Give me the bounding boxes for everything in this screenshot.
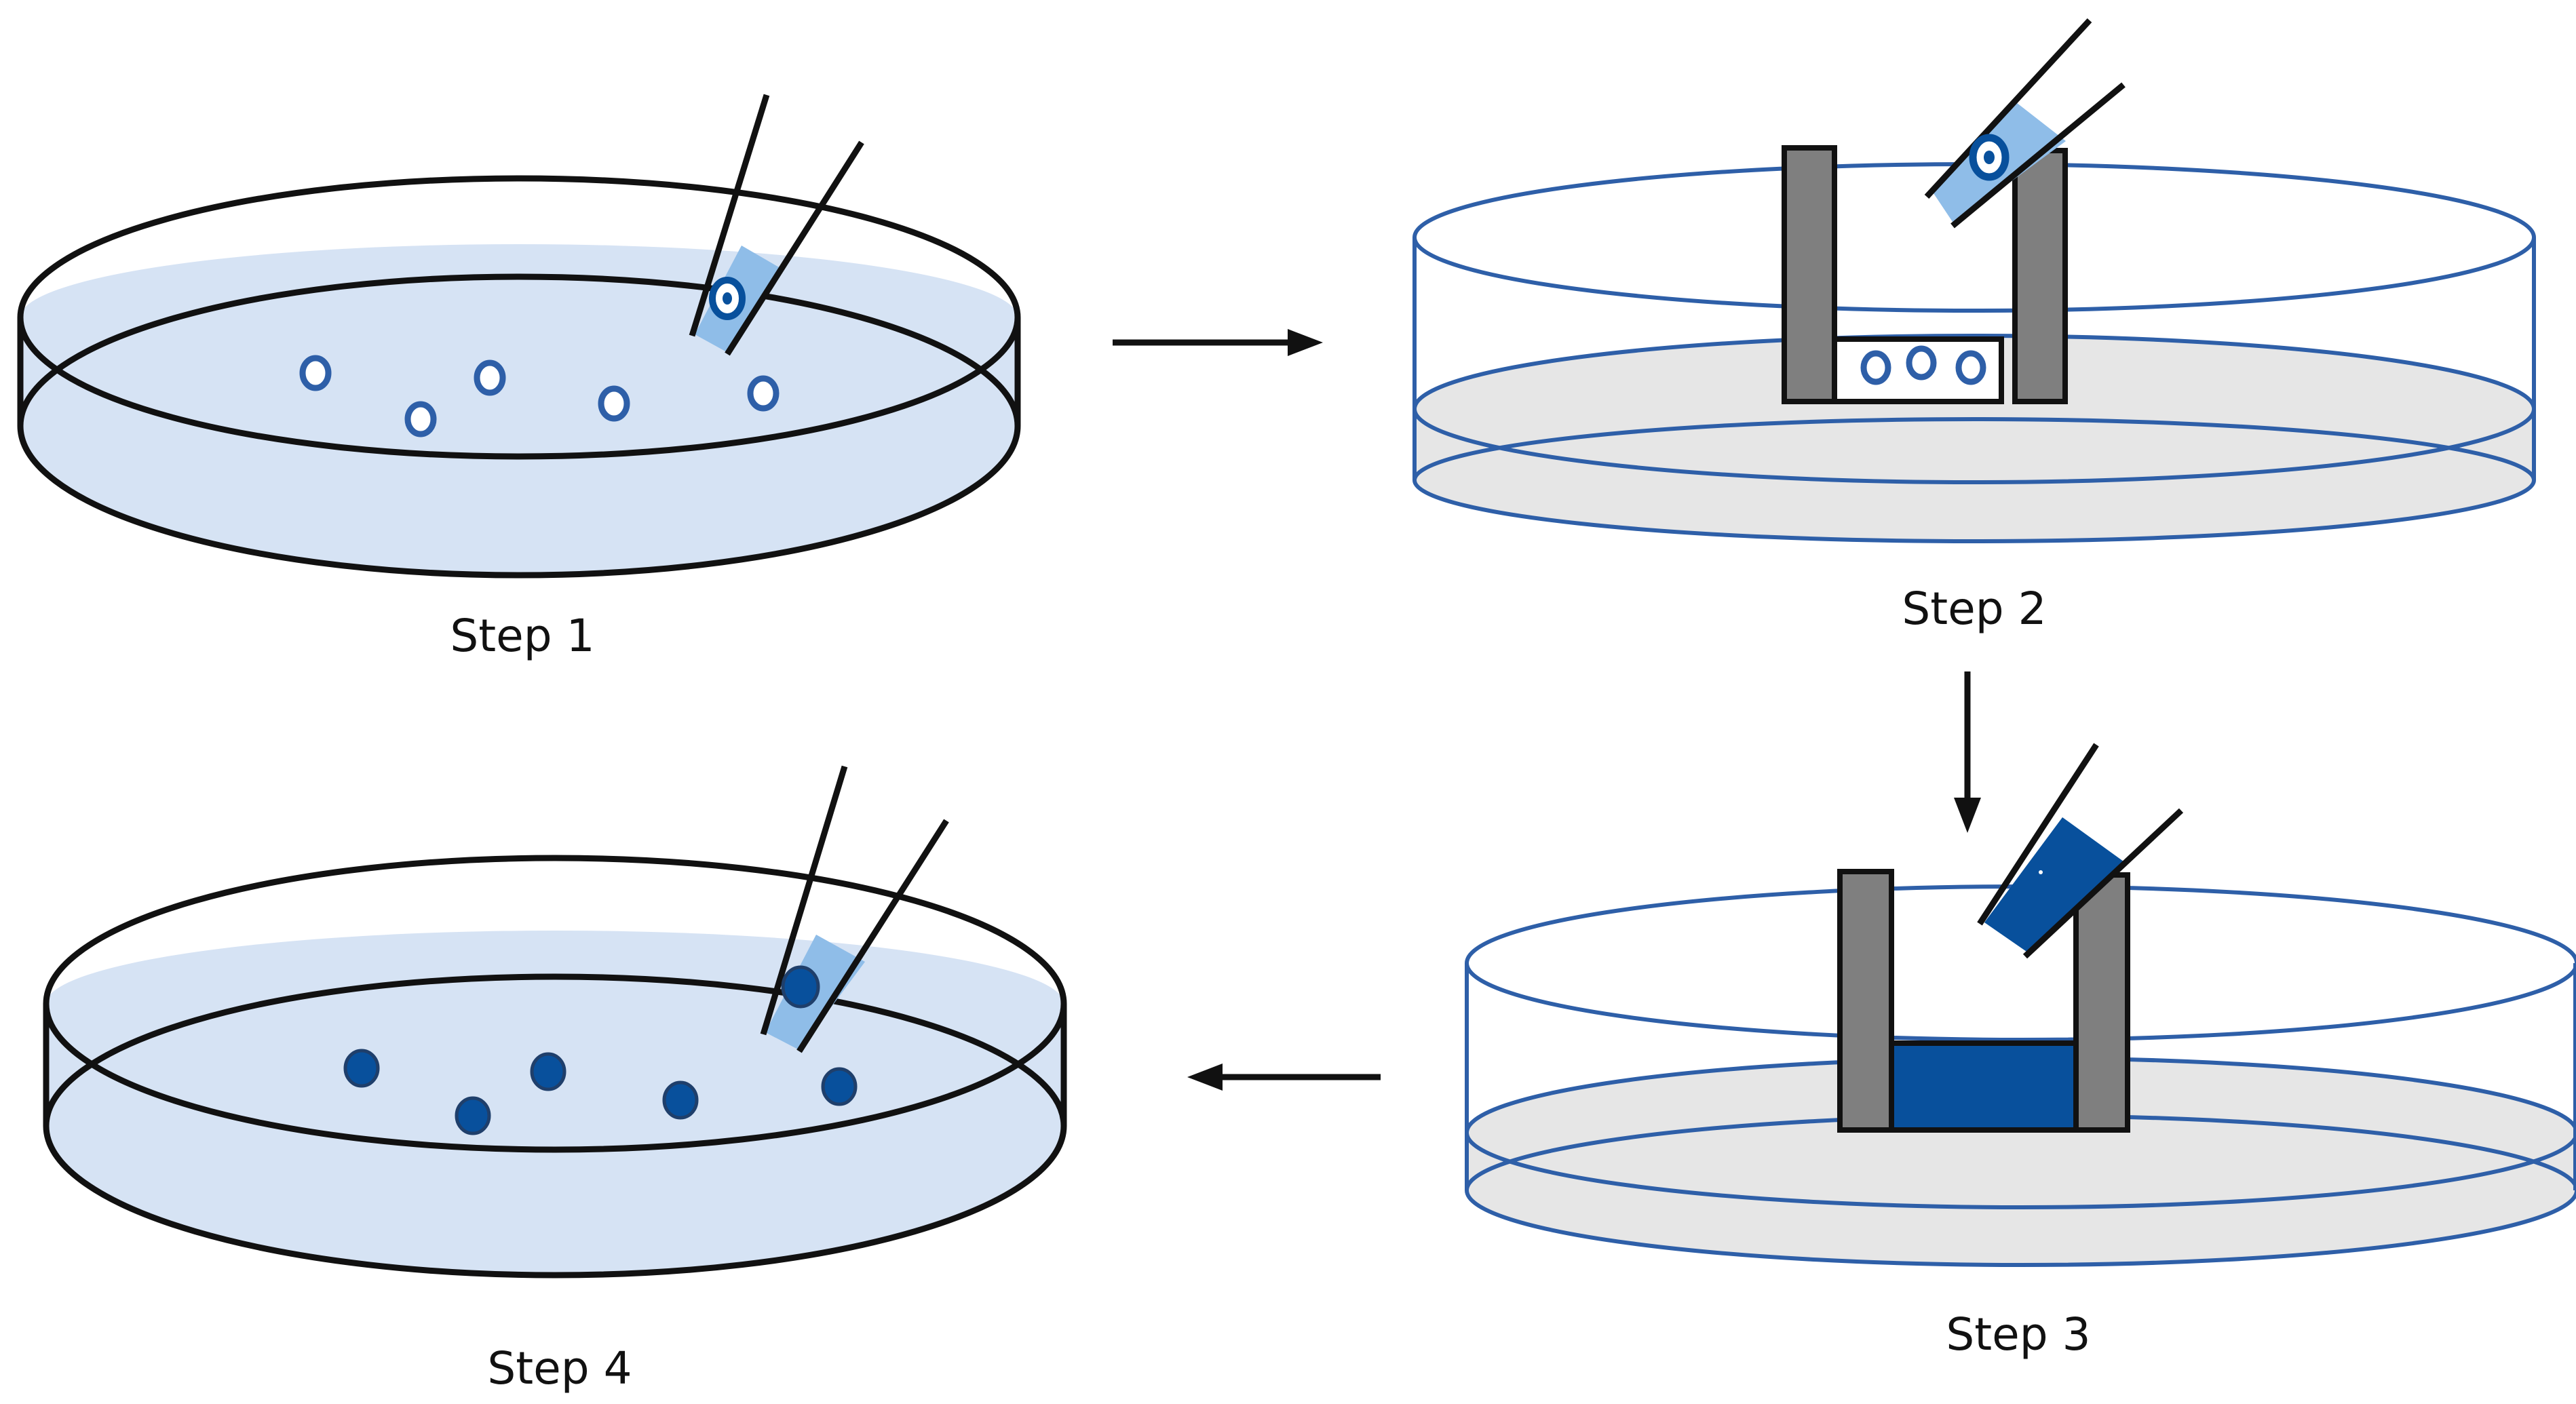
- step-3-staining-chamber: [1837, 869, 2130, 1133]
- step-4-label: Step 4: [487, 1342, 632, 1395]
- chamber-wall-left: [1782, 145, 1837, 404]
- chamber-stain: [1887, 1040, 2081, 1133]
- arrow-icon: [1113, 329, 1323, 356]
- egg-icon: [299, 355, 332, 391]
- egg-icon: [1860, 350, 1891, 385]
- forceps-icon: [1924, 18, 2126, 229]
- egg-icon: [530, 1052, 566, 1091]
- egg-icon: [747, 375, 780, 412]
- chamber-wall-left: [1837, 869, 1894, 1133]
- step-3-label: Step 3: [1946, 1308, 2090, 1361]
- step-1-dish: Step 1: [17, 94, 1021, 662]
- step-1-eggs: [299, 355, 780, 437]
- egg-icon: [1955, 350, 1986, 385]
- step-4-medium: [46, 931, 1064, 1275]
- forceps-icon: [760, 765, 949, 1053]
- egg-icon: [455, 1096, 491, 1135]
- step-2-label: Step 2: [1902, 583, 2046, 635]
- step-2-dish: Step 2: [1412, 18, 2536, 635]
- egg-icon: [821, 1067, 858, 1106]
- arrow-icon: [1954, 671, 1981, 833]
- arrow-icon: [1187, 1064, 1381, 1091]
- egg-icon: [662, 1080, 699, 1120]
- egg-icon: [781, 965, 820, 1009]
- step-3-floor: [1467, 1058, 2576, 1265]
- step-4-eggs: [343, 1049, 858, 1135]
- egg-icon: [1906, 345, 1937, 381]
- egg-icon: [598, 385, 630, 422]
- step-1-label: Step 1: [450, 610, 594, 662]
- forceps-icon: [689, 94, 864, 356]
- egg-icon: [343, 1049, 380, 1088]
- chamber-wall-right: [2073, 872, 2130, 1133]
- egg-icon: [474, 359, 506, 396]
- step-2-staining-chamber: [1782, 145, 2068, 404]
- forceps-icon: [1977, 743, 2184, 959]
- egg-icon: [404, 401, 437, 437]
- step-1-medium: [20, 244, 1018, 575]
- step-2-floor: [1415, 336, 2534, 541]
- chamber-wall-right: [2012, 148, 2068, 404]
- step-3-dish: Step 3: [1465, 743, 2576, 1361]
- step-4-dish: Step 4: [43, 765, 1067, 1395]
